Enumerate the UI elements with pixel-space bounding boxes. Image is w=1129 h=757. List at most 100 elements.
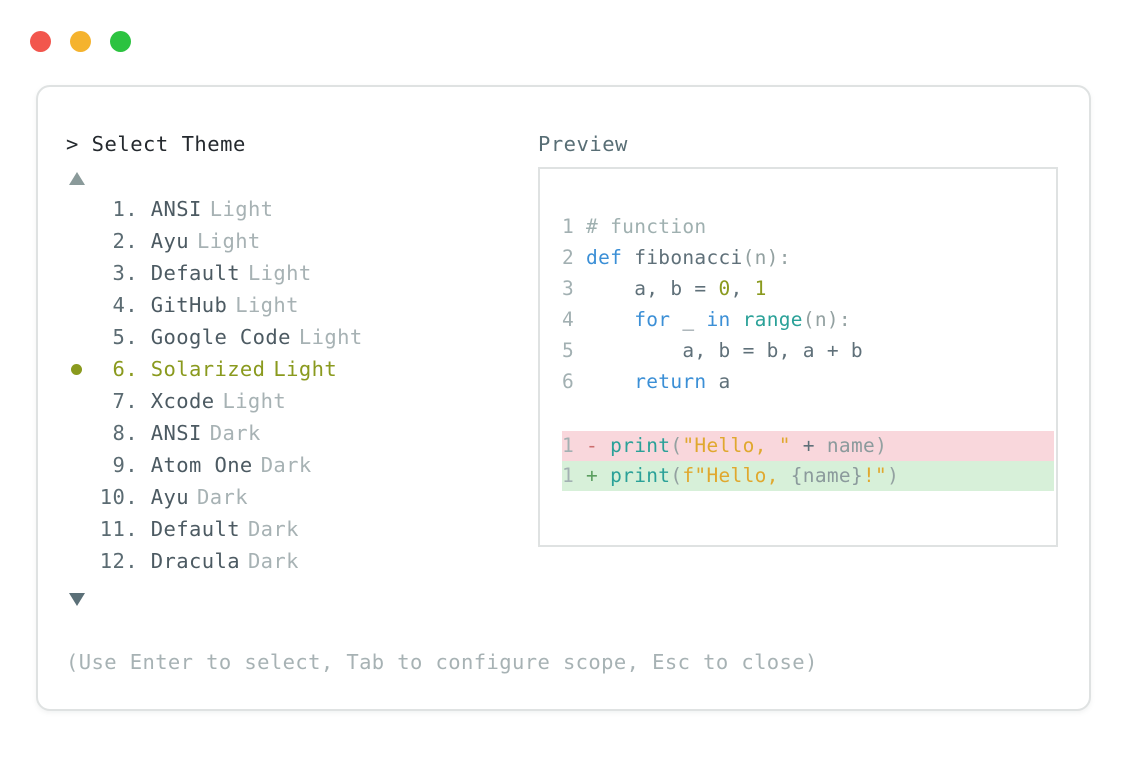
code-line: 3 a, b = 0, 1	[562, 273, 1056, 304]
code-line: 4 for _ in range(n):	[562, 304, 1056, 335]
code-token: a, b =	[586, 277, 719, 300]
line-number: 1	[562, 434, 575, 457]
selected-indicator	[66, 363, 92, 375]
code-token: in	[706, 308, 731, 331]
theme-name: Default	[138, 517, 240, 541]
line-number: 3	[562, 277, 575, 300]
maximize-button[interactable]	[110, 31, 131, 52]
code-token: def	[586, 246, 635, 269]
diff-snippet: 1 - print("Hello, " + name)1 + print(f"H…	[562, 431, 1056, 491]
close-button[interactable]	[30, 31, 51, 52]
code-token: print	[610, 464, 671, 487]
theme-index: 8.	[99, 421, 138, 445]
code-token: print	[610, 434, 671, 457]
minimize-button[interactable]	[70, 31, 91, 52]
line-number: 1	[562, 464, 575, 487]
code-token: return	[634, 370, 707, 393]
theme-name: Ayu	[138, 229, 189, 253]
code-token: fibonacci	[634, 246, 743, 269]
diff-sign: +	[586, 464, 599, 487]
theme-list-item[interactable]: 8. ANSI Dark	[66, 417, 526, 449]
theme-variant: Light	[247, 261, 312, 285]
theme-variant: Light	[235, 293, 299, 317]
theme-variant: Light	[273, 357, 338, 381]
code-token	[586, 308, 634, 331]
theme-variant: Light	[196, 229, 261, 253]
theme-name: Solarized	[138, 357, 266, 381]
theme-name: Google Code	[138, 325, 291, 349]
theme-index: 3.	[99, 261, 138, 285]
theme-variant: Light	[298, 325, 363, 349]
theme-list-item[interactable]: 2. Ayu Light	[66, 225, 526, 257]
code-token: _	[670, 308, 707, 331]
theme-name: ANSI	[138, 421, 202, 445]
code-line: 5 a, b = b, a + b	[562, 335, 1056, 366]
code-token: # function	[586, 215, 707, 238]
diff-removed-line: 1 - print("Hello, " + name)	[562, 431, 1054, 461]
theme-list-item[interactable]: 7. Xcode Light	[66, 385, 526, 417]
code-token	[731, 308, 743, 331]
triangle-up-icon[interactable]	[69, 172, 85, 185]
theme-index: 2.	[99, 229, 138, 253]
code-line: 2 def fibonacci(n):	[562, 242, 1056, 273]
line-number: 6	[562, 370, 575, 393]
code-token: a, b = b, a + b	[586, 339, 863, 362]
theme-index: 1.	[99, 197, 138, 221]
code-token: (n):	[802, 308, 851, 331]
code-token: (	[670, 434, 683, 457]
code-token: name	[826, 434, 876, 457]
theme-variant: Light	[209, 197, 274, 221]
code-token: range	[742, 308, 803, 331]
bullet-icon	[71, 363, 82, 375]
code-token: for	[634, 308, 671, 331]
code-token: (	[670, 464, 683, 487]
line-number: 2	[562, 246, 575, 269]
theme-index: 9.	[99, 453, 138, 477]
code-token: +	[790, 434, 827, 457]
diff-sign: -	[586, 434, 599, 457]
theme-index: 12.	[99, 549, 138, 573]
code-line: 6 return a	[562, 366, 1056, 397]
code-token: (n):	[742, 246, 791, 269]
code-token: {name}	[790, 464, 864, 487]
theme-name: Dracula	[138, 549, 240, 573]
code-token: 1	[754, 277, 767, 300]
theme-variant: Dark	[209, 421, 261, 445]
code-token: !"	[863, 464, 888, 487]
page-title: > Select Theme	[66, 132, 246, 156]
code-token	[586, 370, 634, 393]
theme-variant: Dark	[247, 517, 299, 541]
preview-title: Preview	[538, 132, 628, 156]
line-number: 4	[562, 308, 575, 331]
theme-index: 5.	[99, 325, 138, 349]
line-number: 5	[562, 339, 575, 362]
code-token: )	[887, 464, 900, 487]
theme-variant: Dark	[260, 453, 312, 477]
theme-index: 4.	[99, 293, 138, 317]
code-token: a	[706, 370, 731, 393]
window-traffic-lights	[30, 31, 131, 52]
theme-index: 7.	[99, 389, 138, 413]
theme-variant: Dark	[196, 485, 248, 509]
code-token: "Hello, "	[682, 434, 791, 457]
line-number: 1	[562, 215, 575, 238]
theme-list-item[interactable]: 5. Google Code Light	[66, 321, 526, 353]
theme-variant: Light	[222, 389, 287, 413]
theme-name: Xcode	[138, 389, 215, 413]
theme-index: 10.	[99, 485, 138, 509]
triangle-down-icon[interactable]	[69, 593, 85, 606]
